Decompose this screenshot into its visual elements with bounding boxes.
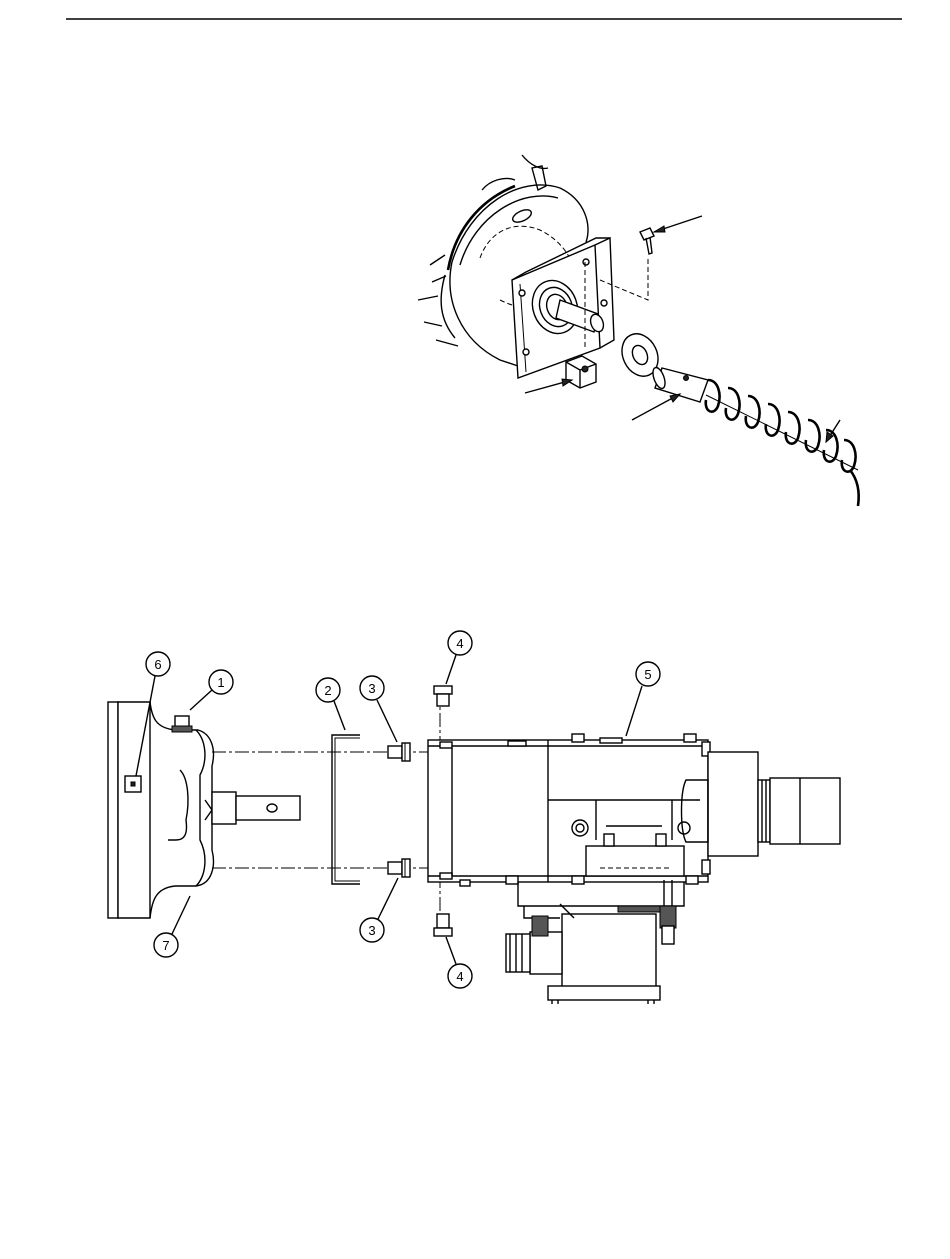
- cap-screw-bottom: [434, 914, 452, 936]
- auger-motor-exploded-view: [418, 155, 859, 506]
- cap-screw-top: [434, 686, 452, 706]
- callout-2-label: 2: [324, 683, 331, 698]
- gearbox-exploded-view: 1 2 3 3 4 4: [108, 631, 840, 1004]
- bracket-hole: [523, 349, 529, 355]
- bracket-hole: [583, 259, 589, 265]
- cap-screw-lower: [388, 859, 410, 877]
- callout-4-upper: 4: [446, 631, 472, 684]
- callout-3-upper: 3: [360, 676, 397, 742]
- callout-6-label: 6: [154, 657, 161, 672]
- callout-4-lower: 4: [446, 937, 472, 988]
- lower-actuator: [562, 914, 656, 988]
- motor-flange: [708, 752, 758, 856]
- callout-4-lower-label: 4: [456, 969, 463, 984]
- callout-3-upper-label: 3: [368, 681, 375, 696]
- callout-3-lower: 3: [360, 878, 398, 942]
- callout-5-label: 5: [644, 667, 651, 682]
- callout-2: 2: [316, 678, 345, 730]
- callout-1: 1: [190, 670, 233, 710]
- callout-1-label: 1: [217, 675, 224, 690]
- connector-housing: [530, 932, 562, 974]
- lower-plate: [586, 846, 684, 876]
- drive-housing: [108, 702, 213, 918]
- drive-motor: [770, 778, 840, 844]
- callout-3-lower-label: 3: [368, 923, 375, 938]
- callout-5: 5: [626, 662, 660, 736]
- callout-7: 7: [154, 896, 190, 957]
- u-clip-bracket: [332, 735, 360, 884]
- callout-7-label: 7: [162, 938, 169, 953]
- gearbox-assembly: [428, 734, 840, 1004]
- hatched-gasket: [618, 906, 662, 912]
- bracket-hole: [601, 300, 607, 306]
- cap-screw-upper: [388, 743, 410, 761]
- auger-flighting: [706, 380, 859, 506]
- bracket-hole: [519, 290, 525, 296]
- gearbox-input-shaft: [212, 792, 300, 824]
- callout-4-upper-label: 4: [456, 636, 463, 651]
- pin-bolt: [640, 216, 702, 254]
